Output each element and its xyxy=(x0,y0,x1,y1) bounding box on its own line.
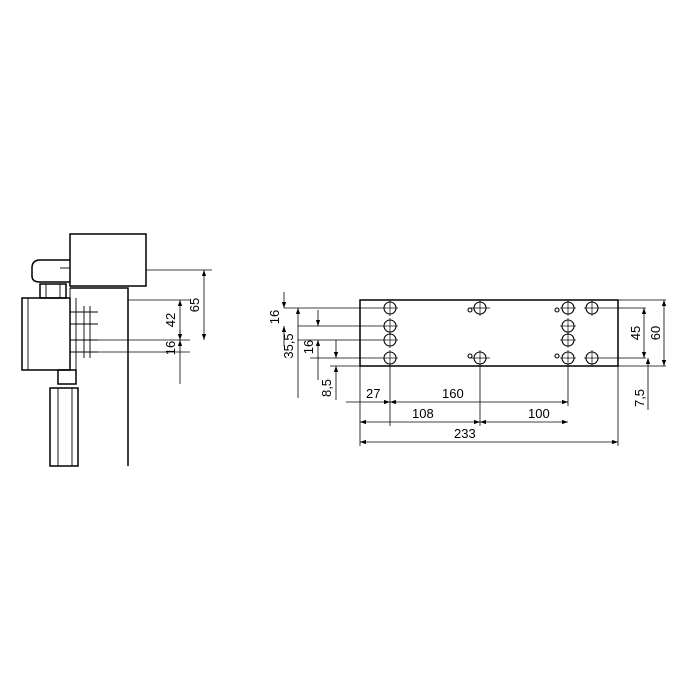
door-frame xyxy=(70,287,129,466)
hole xyxy=(382,300,398,316)
hole xyxy=(467,300,490,316)
dim-label-16-top: 16 xyxy=(267,310,282,324)
dim-label-65: 65 xyxy=(187,298,202,312)
door-leaf xyxy=(49,387,79,467)
dim-label-16-mid: 16 xyxy=(301,340,316,354)
plate-view: 16 35,5 16 8,5 45 60 7,5 27 xyxy=(267,292,667,446)
screw-block xyxy=(39,283,67,299)
dim-label-45: 45 xyxy=(628,326,643,340)
mounting-plate xyxy=(21,297,71,371)
dim-label-160: 160 xyxy=(442,386,464,401)
hole xyxy=(584,300,600,316)
dim-label-108: 108 xyxy=(412,406,434,421)
dim-label-7-5: 7,5 xyxy=(632,389,647,407)
hole xyxy=(467,350,490,366)
hole xyxy=(560,350,576,366)
lower-bracket xyxy=(57,369,77,385)
dim-label-233: 233 xyxy=(454,426,476,441)
dim-label-27: 27 xyxy=(366,386,380,401)
closer-body xyxy=(69,233,147,287)
dim-label-35-5: 35,5 xyxy=(281,333,296,358)
dim-label-60: 60 xyxy=(648,326,663,340)
dim-label-42: 42 xyxy=(163,313,178,327)
hole xyxy=(382,318,398,334)
dim-label-100: 100 xyxy=(528,406,550,421)
dim-label-8-5: 8,5 xyxy=(319,379,334,397)
hole xyxy=(560,300,576,316)
mounting-plate-front xyxy=(359,299,619,367)
hole xyxy=(560,332,576,348)
hole xyxy=(382,332,398,348)
dim-label-16-side: 16 xyxy=(163,341,178,355)
hole xyxy=(382,350,398,366)
mounting-holes xyxy=(382,300,600,366)
arm-bracket xyxy=(31,259,70,283)
side-view: 65 42 16 xyxy=(21,233,212,467)
hole xyxy=(560,318,576,334)
fixing-screws xyxy=(70,306,98,358)
hole xyxy=(584,350,600,366)
